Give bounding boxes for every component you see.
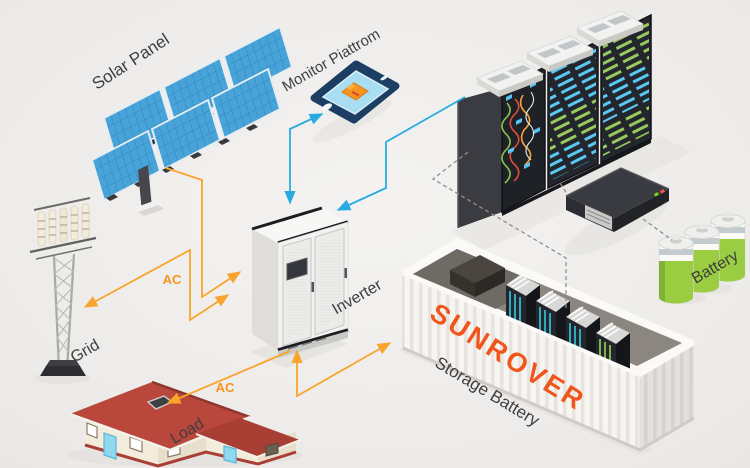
server-rack-wires (501, 65, 546, 214)
rack-ac-unit (476, 60, 544, 97)
load-house (69, 380, 301, 468)
server-rack-modules (600, 13, 652, 165)
server-rack-block (457, 10, 652, 228)
storage-battery-container: SUNROVER (401, 238, 696, 452)
container-end-face (640, 343, 694, 450)
door-handle (344, 268, 347, 278)
solar-panel (150, 98, 222, 171)
solar-panel-array (90, 25, 295, 216)
house-window (86, 422, 98, 439)
inverter-to-load-line (166, 350, 291, 404)
door-handle (311, 282, 314, 292)
tower-crossarm (29, 236, 97, 254)
tower-base (40, 366, 86, 376)
ac-grid-label: AC (163, 272, 182, 287)
annex-door (223, 445, 237, 464)
inverter-storage-line (291, 342, 392, 398)
rack-ac-unit (576, 10, 644, 47)
monitor-data-lines (284, 96, 466, 211)
ac-power-lines (83, 167, 392, 404)
rack-ac-unit (526, 35, 594, 72)
ac-load-label: AC (216, 380, 235, 395)
phone-inverter-line (284, 113, 324, 205)
battery-cell (658, 234, 694, 304)
container-hvac-unit (450, 255, 505, 297)
ups-box (565, 167, 670, 232)
annex-window (265, 442, 279, 457)
ups-led (660, 189, 665, 194)
edge-labels: AC AC (163, 272, 235, 395)
solar-to-inverter-line (165, 167, 242, 299)
ups-led (653, 192, 659, 197)
phone-speaker (380, 75, 388, 81)
grid-tower (29, 197, 97, 376)
tower-insulators (37, 203, 90, 247)
tower-lattice (53, 257, 75, 355)
grid-inverter-line (83, 248, 230, 322)
house-base-trim (84, 443, 297, 468)
solar-panel (210, 67, 282, 140)
inverter-screen (286, 257, 308, 281)
battery-cylinders (658, 212, 746, 304)
panel-pole (138, 165, 152, 213)
rack-to-ups-link (559, 182, 568, 195)
dashed-links (431, 151, 673, 308)
solar-panel (90, 129, 162, 202)
phone-home-button (321, 103, 333, 111)
inverter-doors (282, 227, 347, 347)
ups-to-battery-link (642, 218, 673, 241)
rack-to-container-link (431, 151, 567, 308)
rack-to-inverter-line (336, 96, 466, 211)
inverter-cabinet (251, 206, 349, 358)
house-door (103, 432, 117, 460)
monitor-phone (310, 60, 400, 124)
